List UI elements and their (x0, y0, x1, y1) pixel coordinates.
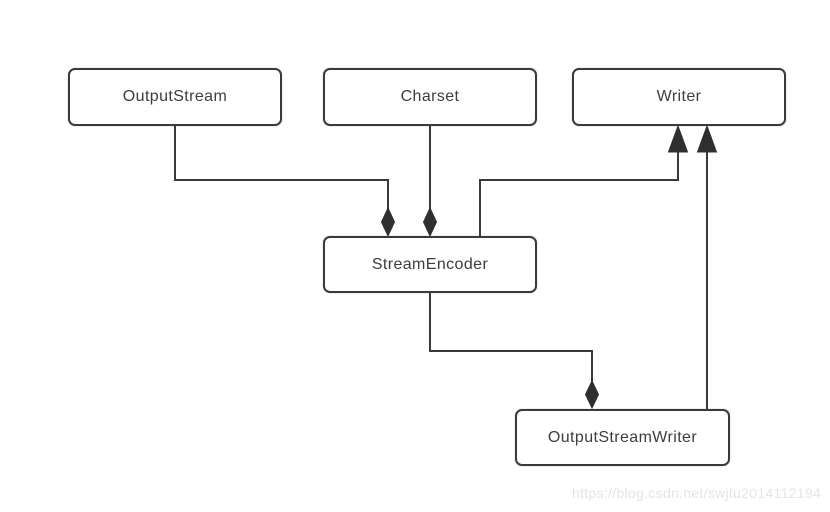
edge-outputstream-streamencoder (174, 126, 389, 235)
node-label: OutputStreamWriter (547, 428, 698, 446)
inheritance-arrow-icon (696, 124, 718, 153)
node-charset: Charset (323, 68, 537, 126)
inheritance-arrow-icon (667, 124, 689, 153)
edge-streamencoder-outputstreamwriter (429, 293, 593, 407)
node-label: Charset (400, 88, 460, 105)
node-writer: Writer (572, 68, 786, 126)
composition-diamond-icon (380, 206, 396, 238)
node-label: StreamEncoder (371, 255, 489, 273)
node-outputstreamwriter: OutputStreamWriter (515, 409, 730, 466)
composition-diamond-icon (422, 206, 438, 238)
node-streamencoder: StreamEncoder (323, 236, 537, 293)
composition-diamond-icon (584, 379, 600, 410)
node-label: Writer (656, 88, 702, 105)
csdn-watermark: https://blog.csdn.net/swjtu2014112194 (571, 485, 821, 501)
node-outputstream: OutputStream (68, 68, 282, 126)
node-label: OutputStream (122, 88, 228, 105)
edge-streamencoder-writer (479, 149, 679, 236)
